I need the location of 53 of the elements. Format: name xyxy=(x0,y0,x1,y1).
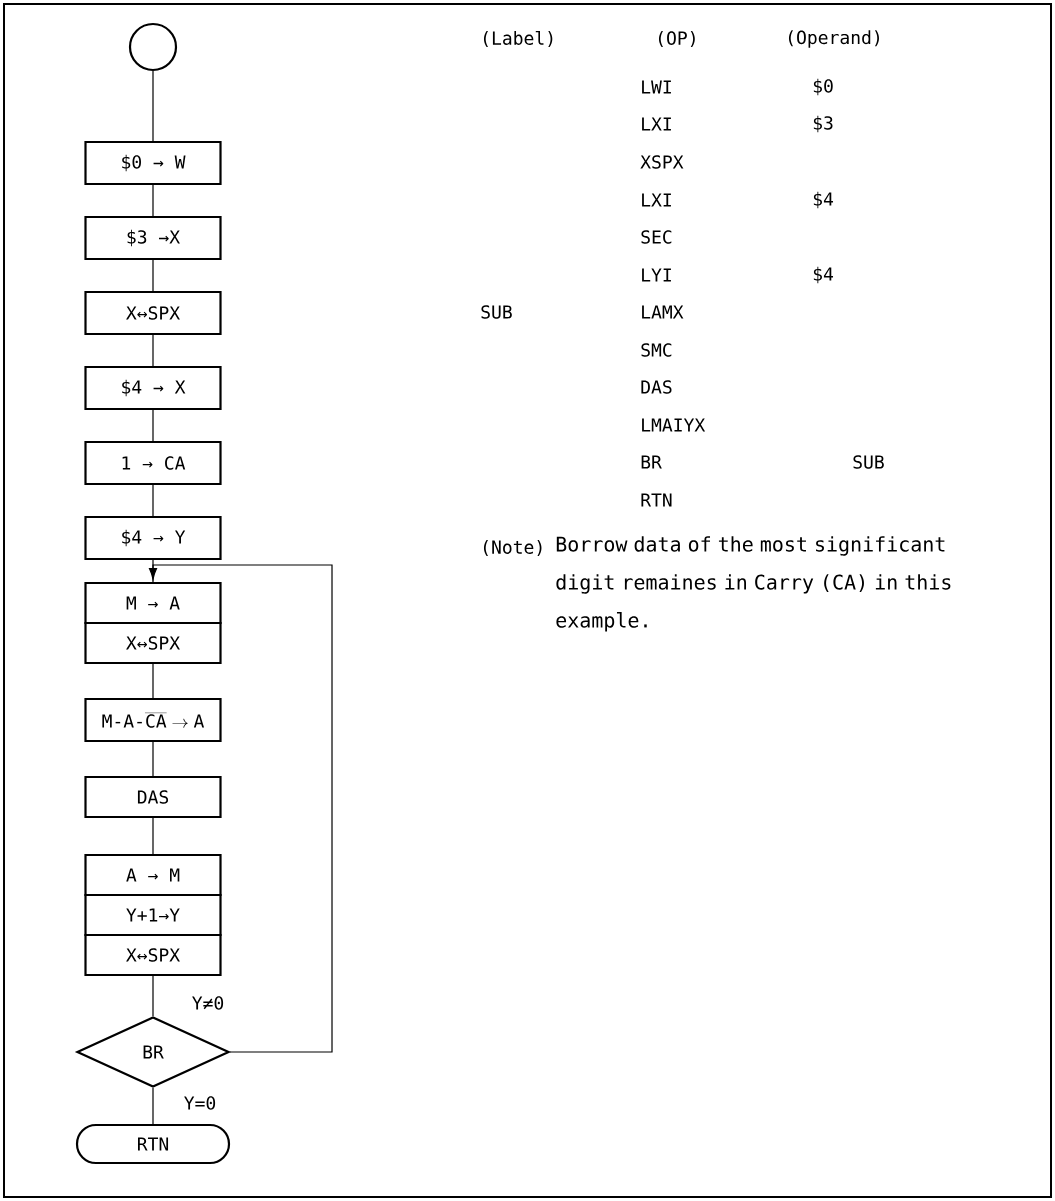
note-text: Borrow data of the most significant digit remaines in Carry (CA) in this example. xyxy=(556,536,951,632)
table-cell: LMAIYX xyxy=(642,418,706,432)
process-box: A → M xyxy=(84,853,222,897)
process-box: 1 → CA xyxy=(84,440,222,486)
terminal-box: RTN xyxy=(75,1123,231,1165)
connector-line xyxy=(152,1087,154,1125)
column-heading: (OP) xyxy=(658,31,695,47)
table-cell: SEC xyxy=(641,230,672,244)
connector-line xyxy=(152,663,154,699)
connector-line xyxy=(152,334,154,367)
table-cell: LYI xyxy=(642,268,671,282)
process-box: $0 → W xyxy=(84,140,222,186)
process-box: $3 →X xyxy=(84,215,222,261)
table-cell: LWI xyxy=(642,80,671,94)
table-cell: LXI xyxy=(642,193,671,207)
connector-line xyxy=(152,184,154,217)
start-circle xyxy=(128,22,178,72)
process-box: $4 → X xyxy=(84,365,222,411)
process-box: X↔SPX xyxy=(84,290,222,336)
table-cell: SMC xyxy=(641,343,672,357)
table-cell: $3 xyxy=(813,115,833,133)
process-box: X↔SPX xyxy=(84,933,222,977)
table-cell: $4 xyxy=(813,191,833,209)
edge-label: Y≠0 xyxy=(190,995,226,1011)
table-cell: SUB xyxy=(481,305,512,319)
table-cell: BR xyxy=(641,455,662,469)
connector-line xyxy=(152,70,154,142)
process-box: X↔SPX xyxy=(84,621,222,665)
table-cell: DAS xyxy=(641,380,672,394)
column-heading: (Operand) xyxy=(788,30,879,48)
connector-line xyxy=(152,259,154,292)
connector-line xyxy=(152,409,154,442)
connector-line xyxy=(152,741,154,777)
arrow xyxy=(148,564,333,1053)
process-box: Y+1→Y xyxy=(84,893,222,937)
table-cell: RTN xyxy=(641,493,672,507)
table-cell: LAMX xyxy=(642,305,684,319)
table-cell: LXI xyxy=(642,117,671,131)
column-heading: (Label) xyxy=(483,30,553,48)
table-cell: XSPX xyxy=(640,155,684,169)
process-box: $4 → Y xyxy=(84,515,222,561)
connector-line xyxy=(152,484,154,517)
process-box: M → A xyxy=(84,581,222,625)
process-box: DAS xyxy=(84,775,222,819)
connector-line xyxy=(152,559,154,583)
connector-line xyxy=(152,817,154,855)
note-marker: (Note) xyxy=(483,540,542,556)
process-box: $\mathtt{M\mbox{-}A\mbox{-}}\overline{\mathtt{CA}}\rightarrow\mathtt{A}$ xyxy=(84,697,222,743)
table-cell: SUB xyxy=(853,455,884,469)
connector-line xyxy=(152,975,154,1017)
table-cell: $0 xyxy=(813,78,833,96)
table-cell: $4 xyxy=(813,266,833,284)
edge-label: Y=0 xyxy=(182,1095,218,1111)
